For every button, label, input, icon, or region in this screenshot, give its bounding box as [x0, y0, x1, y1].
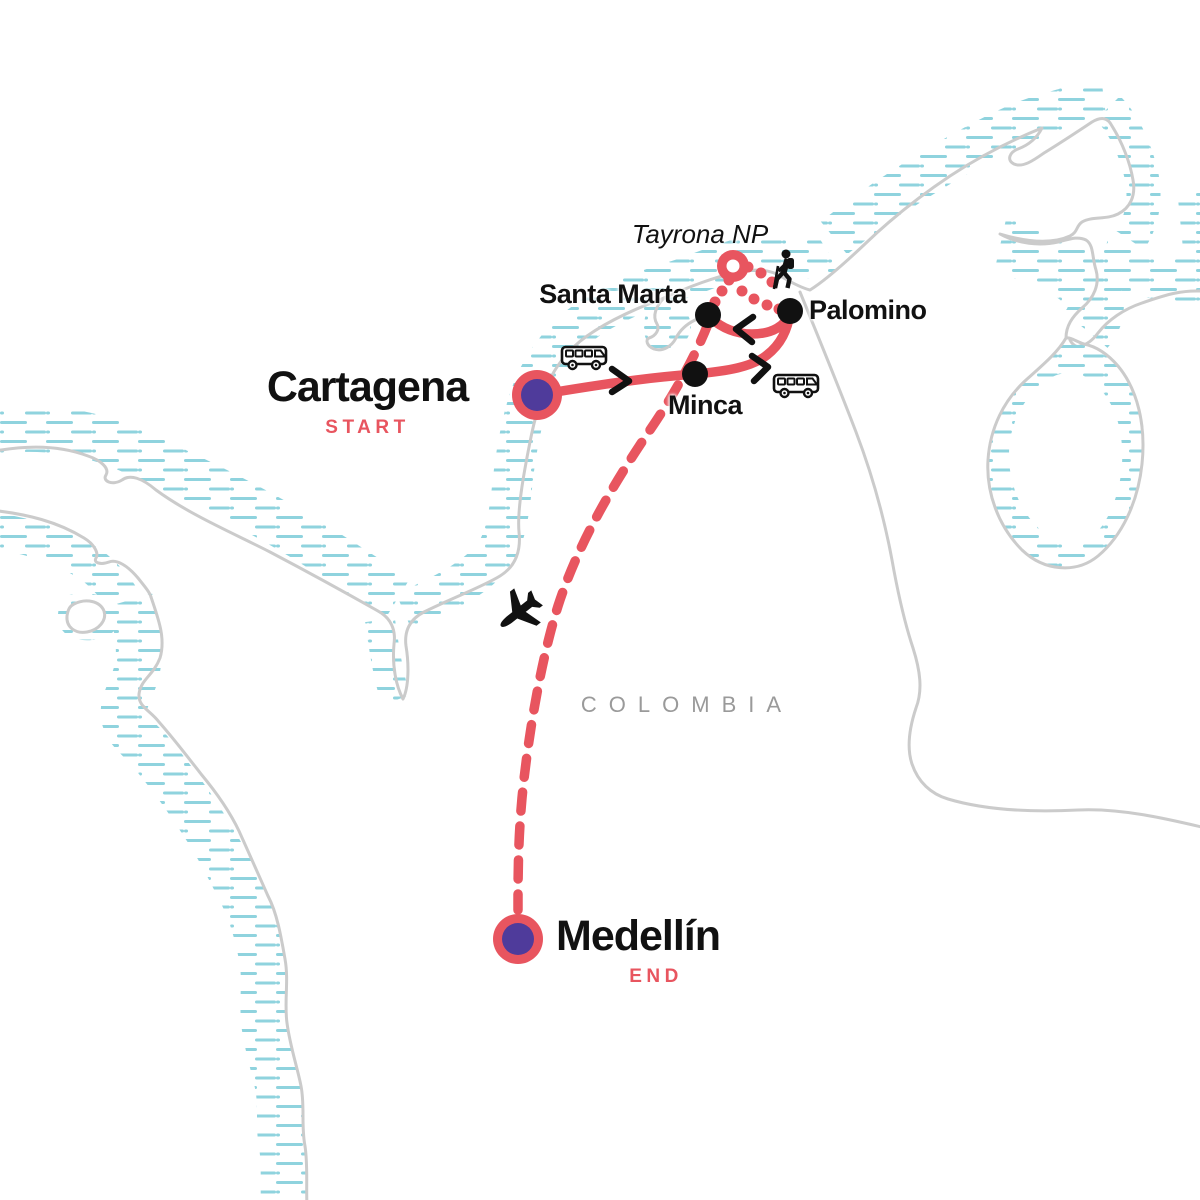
bus-icon [560, 345, 608, 371]
route-direction-arrows [608, 313, 772, 396]
cartagena-start-tag: START [325, 417, 410, 438]
medellin-marker-core [502, 923, 534, 955]
medellin-label: Medellín [556, 912, 721, 960]
country-border [798, 290, 1200, 829]
water-hatch-bands [0, 79, 1200, 1200]
minca-marker [682, 361, 708, 387]
flight-route-santa-marta-medellin [513, 319, 713, 915]
santa-marta-marker [695, 302, 721, 328]
arrow-east-icon [608, 365, 633, 396]
minca-label: Minca [667, 390, 743, 420]
palomino-label: Palomino [809, 295, 927, 325]
coastlines [0, 117, 1200, 1200]
hiker-icon [772, 249, 794, 290]
island-outline [65, 599, 107, 634]
bus-route-palomino-santa-marta [707, 307, 795, 339]
tayrona-np-label: Tayrona NP [631, 219, 769, 249]
hike-trail-dots [709, 250, 785, 315]
caribbean-coastline [0, 117, 1136, 701]
arrow-northeast-icon [748, 352, 772, 385]
bus-icon [772, 373, 820, 399]
route-lines [513, 307, 795, 915]
cartagena-label: Cartagena [266, 363, 469, 411]
cartagena-marker-core [521, 379, 553, 411]
santa-marta-label: Santa Marta [539, 279, 687, 309]
panama-south-coastline [0, 509, 153, 599]
palomino-marker [777, 298, 803, 324]
arrow-west-icon [732, 313, 757, 346]
bus-route-cartagena-minca-palomino [532, 307, 795, 400]
lake-maracaibo-center [1008, 372, 1123, 543]
cienaga-lagoon-outline [645, 296, 697, 352]
city-markers [493, 370, 562, 964]
medellin-end-tag: END [629, 966, 683, 987]
country-label: COLOMBIA [580, 692, 794, 717]
transport-icons [500, 249, 820, 627]
pacific-coastline [137, 595, 309, 1200]
plane-icon [500, 588, 543, 627]
stop-markers [682, 298, 803, 387]
